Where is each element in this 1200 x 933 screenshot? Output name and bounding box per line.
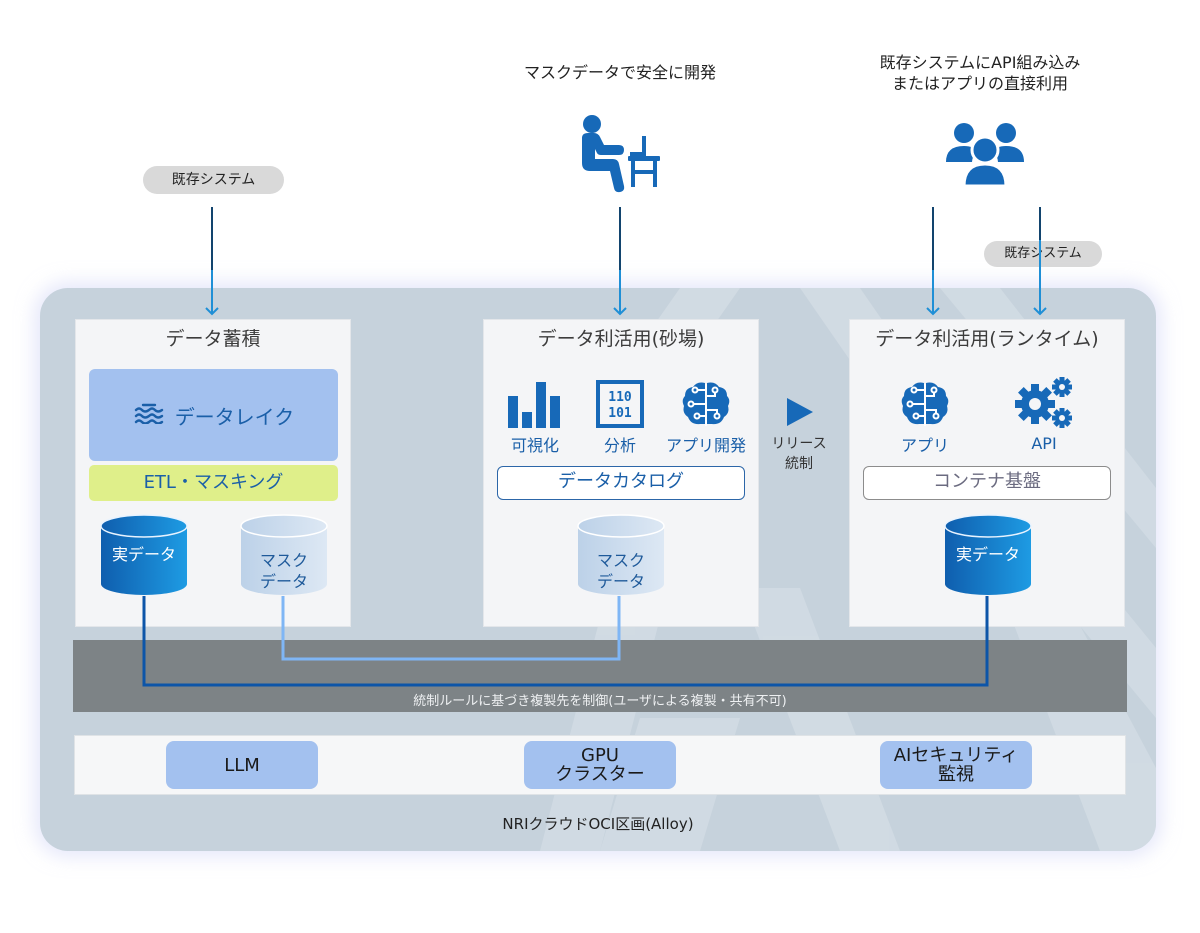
svg-text:110: 110 (608, 390, 632, 405)
masked-data-cylinder-sandbox: マスク データ (577, 514, 665, 596)
container-platform: コンテナ基盤 (863, 466, 1111, 500)
runtime-caption: 既存システムにAPI組み込み またはアプリの直接利用 (830, 52, 1130, 94)
release-control-label: リリース 統制 (762, 434, 836, 474)
play-arrow-icon (787, 398, 813, 430)
masked-data-line1: マスク (596, 551, 645, 570)
water-waves-icon (133, 402, 165, 429)
masked-data-label: マスク データ (240, 550, 328, 592)
sandbox-title: データ利活用(砂場) (537, 328, 705, 350)
masked-data-cylinder-storage: マスク データ (240, 514, 328, 596)
runtime-title: データ利活用(ランタイム) (875, 328, 1099, 350)
developer-at-desk-icon (578, 112, 662, 200)
real-data-cylinder-storage: 実データ (100, 514, 188, 596)
tool-label: アプリ (900, 436, 949, 455)
ai-security-line1: AIセキュリティ (893, 745, 1019, 766)
gpu-line1: GPU (581, 745, 619, 766)
etl-masking-bar: ETL・マスキング (89, 465, 338, 501)
user-group-icon (944, 118, 1026, 192)
runtime-caption-line2: またはアプリの直接利用 (891, 74, 1068, 93)
tool-visualization: 可視化 (502, 380, 568, 456)
tool-app-dev: アプリ開発 (658, 380, 754, 456)
binary-data-icon: 110 101 (590, 380, 650, 428)
sandbox-caption: マスクデータで安全に開発 (523, 63, 716, 82)
tool-label: 可視化 (510, 436, 559, 455)
data-lake-label: データレイク (174, 404, 295, 429)
governance-text: 統制ルールに基づき複製先を制御(ユーザによる複製・共有不可) (413, 694, 787, 709)
real-data-label: 実データ (955, 545, 1020, 564)
masked-data-line2: データ (259, 572, 308, 591)
data-storage-title: データ蓄積 (165, 328, 261, 350)
bar-chart-icon (502, 380, 568, 428)
data-catalog: データカタログ (497, 466, 745, 500)
ai-security-line2: 監視 (938, 764, 974, 785)
legacy-system-pill-right: 既存システム (984, 241, 1102, 267)
masked-data-label: マスク データ (577, 550, 665, 592)
gpu-cluster-chip: GPU クラスター (524, 741, 676, 789)
llm-chip: LLM (166, 741, 318, 789)
tool-analysis: 110 101 分析 (590, 380, 650, 456)
svg-text:101: 101 (608, 406, 632, 421)
runtime-tool-api: API (1008, 376, 1080, 453)
real-data-label: 実データ (111, 545, 176, 564)
masked-data-line1: マスク (259, 551, 308, 570)
real-data-cylinder-runtime: 実データ (944, 514, 1032, 596)
release-line2: 統制 (785, 456, 813, 472)
tool-label: アプリ開発 (665, 436, 746, 455)
gpu-line2: クラスター (555, 764, 645, 785)
runtime-caption-line1: 既存システムにAPI組み込み (879, 53, 1081, 72)
cloud-section-label: NRIクラウドOCI区画(Alloy) (502, 815, 694, 833)
gears-icon (1008, 376, 1080, 430)
release-line1: リリース (771, 436, 827, 452)
ai-brain-icon (890, 380, 960, 428)
legacy-system-pill-left: 既存システム (143, 166, 284, 194)
tool-label: 分析 (603, 436, 636, 455)
ai-brain-icon (658, 380, 754, 428)
masked-data-line2: データ (596, 572, 645, 591)
ai-security-chip: AIセキュリティ 監視 (880, 741, 1032, 789)
runtime-tool-app: アプリ (890, 380, 960, 456)
data-lake: データレイク (89, 369, 338, 461)
tool-label: API (1031, 434, 1057, 453)
llm-label: LLM (224, 754, 260, 776)
